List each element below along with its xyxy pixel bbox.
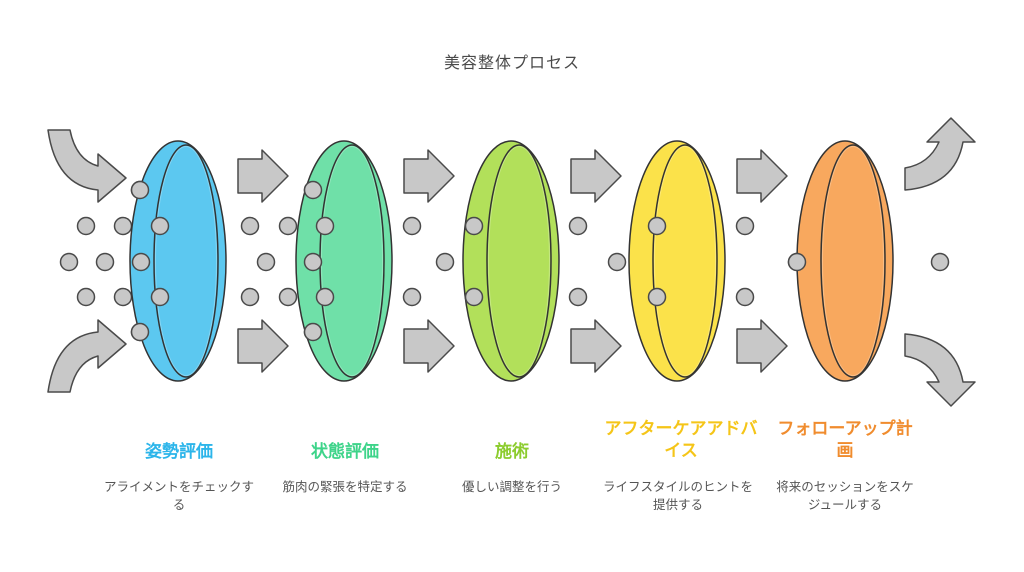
particle-dot-8 (95, 252, 115, 272)
stage-heading-4: アフターケアアドバイス (604, 419, 758, 461)
particle-dot-3 (76, 216, 96, 236)
connector-arrow-4-top (736, 149, 788, 203)
particle-dot-45 (568, 287, 588, 307)
stage-description-2: 筋肉の緊張を特定する (282, 479, 408, 494)
particle-dot-27 (240, 287, 260, 307)
particle-dot-21 (278, 216, 298, 236)
particle-dot-33 (402, 216, 422, 236)
output-arrow-top (904, 117, 976, 191)
particle-dot-24 (256, 252, 276, 272)
particle-dot-front-4 (150, 287, 170, 307)
particle-dot-front-5 (130, 322, 150, 342)
particle-dot-front-8 (303, 252, 323, 272)
connector-arrow-3-top (570, 149, 622, 203)
stage-heading-3: 施術 (495, 442, 529, 462)
particle-dot-34 (435, 252, 455, 272)
particle-dot-52 (735, 287, 755, 307)
diagram-title: 美容整体プロセス (443, 53, 580, 72)
particle-dot-20 (240, 216, 260, 236)
stage-heading-1: 姿勢評価 (145, 442, 213, 462)
stage-description-4: ライフスタイルのヒントを提供する (603, 479, 754, 512)
particle-dot-7 (59, 252, 79, 272)
stage-ring-5 (796, 140, 894, 382)
particle-dot-front-12 (464, 287, 484, 307)
particle-dot-front-6 (303, 180, 323, 200)
particle-dot-43 (568, 216, 588, 236)
particle-dot-front-10 (303, 322, 323, 342)
stage-ring-1 (129, 140, 227, 382)
output-arrow-bottom (904, 333, 976, 407)
particle-dot-4 (113, 216, 133, 236)
particle-dot-front-1 (130, 180, 150, 200)
input-arrow-bottom (47, 319, 127, 393)
input-arrow-top (47, 129, 127, 203)
particle-dot-front-14 (647, 287, 667, 307)
particle-dot-44 (607, 252, 627, 272)
particle-dot-front-2 (150, 216, 170, 236)
connector-arrow-1-top (237, 149, 289, 203)
particle-dot-12 (76, 287, 96, 307)
stage-heading-2: 状態評価 (311, 442, 379, 462)
particle-dot-13 (113, 287, 133, 307)
particle-dot-front-13 (647, 216, 667, 236)
stage-description-5: 将来のセッションをスケジュールする (776, 479, 914, 512)
connector-arrow-4-bottom (736, 319, 788, 373)
connector-arrow-1-bottom (237, 319, 289, 373)
stage-ring-3 (462, 140, 560, 382)
connector-arrow-3-bottom (570, 319, 622, 373)
stage-ring-4 (628, 140, 726, 382)
particle-dot-front-11 (464, 216, 484, 236)
particle-dot-28 (278, 287, 298, 307)
stage-description-1: アライメントをチェックする (104, 479, 255, 512)
particle-dot-front-9 (315, 287, 335, 307)
stage-description-3: 優しい調整を行う (461, 479, 562, 494)
particle-dot-front-3 (131, 252, 151, 272)
stage-heading-5: フォローアップ計画 (777, 419, 913, 461)
connector-arrow-2-bottom (403, 319, 455, 373)
particle-dot-front-15 (787, 252, 807, 272)
connector-arrow-2-top (403, 149, 455, 203)
particle-dot-51 (735, 216, 755, 236)
particle-dot-56 (930, 252, 950, 272)
particle-dot-35 (402, 287, 422, 307)
particle-dot-front-7 (315, 216, 335, 236)
